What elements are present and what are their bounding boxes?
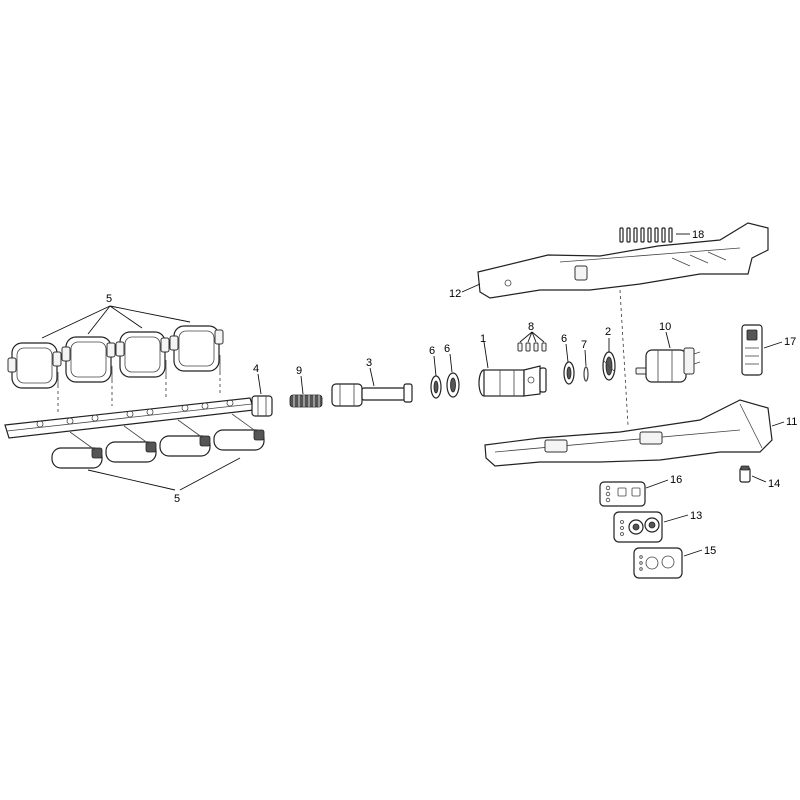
callout-1: 1 — [480, 333, 486, 345]
callout-5-bottom: 5 — [174, 493, 180, 505]
callout-2: 2 — [605, 326, 611, 338]
callout-12: 12 — [449, 288, 461, 300]
callout-4: 4 — [253, 363, 259, 375]
part-1-cylinder — [478, 365, 547, 397]
callout-18: 18 — [692, 229, 704, 241]
part-8-pins — [517, 342, 547, 352]
part-14-plug — [739, 465, 751, 483]
part-5-lower-rings — [51, 413, 265, 469]
part-5-upper-rings — [7, 325, 224, 389]
part-15-cover-plate — [633, 547, 683, 579]
part-5-lower-leaders — [87, 457, 241, 491]
part-17-control-board — [741, 324, 763, 376]
callout-14: 14 — [768, 478, 780, 490]
part-5-upper-leaders — [41, 305, 191, 339]
part-7-clip — [583, 366, 589, 382]
part-4-coupling — [251, 395, 273, 417]
callout-17: 17 — [784, 336, 796, 348]
part-18-screws — [619, 227, 673, 243]
part-6-seal-a — [430, 375, 442, 399]
callout-6-c: 6 — [561, 333, 567, 345]
callout-3: 3 — [366, 357, 372, 369]
part-6-seal-b — [446, 372, 460, 398]
part-13-switch-plate — [613, 511, 663, 543]
callout-10: 10 — [659, 321, 671, 333]
callout-6-a: 6 — [429, 345, 435, 357]
callout-9: 9 — [296, 365, 302, 377]
callout-15: 15 — [704, 545, 716, 557]
part-11-lower-housing — [484, 399, 773, 467]
part-2-impeller — [602, 351, 616, 381]
callout-7: 7 — [581, 339, 587, 351]
callout-16: 16 — [670, 474, 682, 486]
callout-11: 11 — [786, 416, 797, 428]
callout-6-b: 6 — [444, 343, 450, 355]
callout-5-top: 5 — [106, 293, 112, 305]
part-3-shaft — [331, 383, 413, 407]
callout-8: 8 — [528, 321, 534, 333]
part-12-upper-housing — [477, 222, 769, 299]
part-6-seal-c — [563, 361, 575, 385]
part-16-button-panel — [599, 481, 646, 507]
callout-13: 13 — [690, 510, 702, 522]
part-9-spring — [289, 394, 323, 408]
part-10-motor — [635, 347, 701, 383]
